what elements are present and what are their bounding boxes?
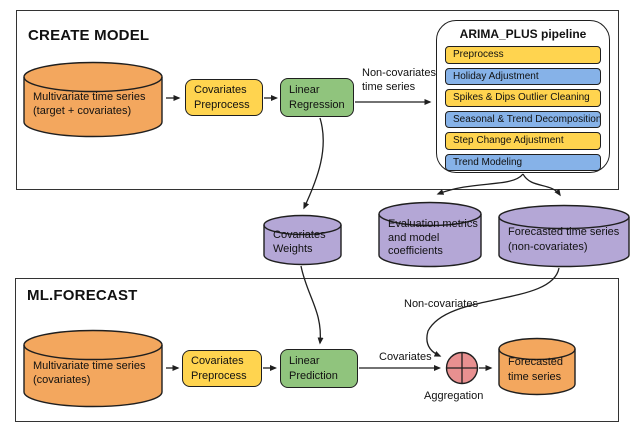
pipeline-step-preprocess: Preprocess bbox=[445, 46, 601, 64]
arima-plus-pipeline-title: ARIMA_PLUS pipeline bbox=[459, 27, 587, 41]
forecast-noncovariates-cylinder: Forecasted time series (non-covariates) bbox=[498, 204, 630, 268]
linear-regression-box: Linear Regression bbox=[280, 78, 354, 117]
pipeline-step-trend-modeling: Trend Modeling bbox=[445, 153, 601, 171]
multivariate-covariates-cylinder-shape bbox=[23, 329, 163, 408]
multivariate-target-cylinder: Multivariate time series (target + covar… bbox=[23, 61, 163, 138]
evaluation-metrics-cylinder-shape bbox=[378, 201, 482, 268]
covariates-preprocess-forecast-box: Covariates Preprocess bbox=[182, 350, 262, 387]
forecast-noncovariates-cylinder-shape bbox=[498, 204, 630, 268]
label-covariates: Covariates bbox=[379, 351, 432, 363]
covariates-weights-cylinder-shape bbox=[263, 214, 342, 266]
forecasted-time-series-cylinder: Forecasted time series bbox=[498, 337, 576, 396]
evaluation-metrics-label: Evaluation metrics and model coefficient… bbox=[388, 218, 478, 258]
label-noncovariates-time-series: Non-covariates time series bbox=[362, 67, 436, 93]
multivariate-covariates-cylinder: Multivariate time series (covariates) bbox=[23, 329, 163, 408]
linear-prediction-box: Linear Prediction bbox=[280, 349, 358, 388]
label-noncovariates: Non-covariates bbox=[404, 298, 478, 310]
covariates-preprocess-train-box: Covariates Preprocess bbox=[185, 79, 263, 116]
multivariate-target-cylinder-shape bbox=[23, 61, 163, 138]
create-model-title: CREATE MODEL bbox=[28, 27, 150, 44]
ml-forecast-title: ML.FORECAST bbox=[27, 287, 138, 304]
covariates-weights-label: Covariates Weights bbox=[273, 228, 326, 256]
forecast-noncovariates-label: Forecasted time series (non-covariates) bbox=[508, 226, 620, 253]
pipeline-step-seasonal-trend-decomposition: Seasonal & Trend Decomposition bbox=[445, 110, 601, 128]
pipeline-step-step-change-adjustment: Step Change Adjustment bbox=[445, 132, 601, 150]
pipeline-step-spikes-dips-outlier-cleaning: Spikes & Dips Outlier Cleaning bbox=[445, 89, 601, 107]
covariates-weights-cylinder: Covariates Weights bbox=[263, 214, 342, 266]
label-aggregation: Aggregation bbox=[424, 390, 484, 402]
evaluation-metrics-cylinder: Evaluation metrics and model coefficient… bbox=[378, 201, 482, 268]
forecasted-time-series-label: Forecasted time series bbox=[508, 356, 564, 383]
multivariate-covariates-label: Multivariate time series (covariates) bbox=[33, 359, 146, 387]
pipeline-step-holiday-adjustment: Holiday Adjustment bbox=[445, 67, 601, 85]
multivariate-target-label: Multivariate time series (target + covar… bbox=[33, 90, 146, 118]
